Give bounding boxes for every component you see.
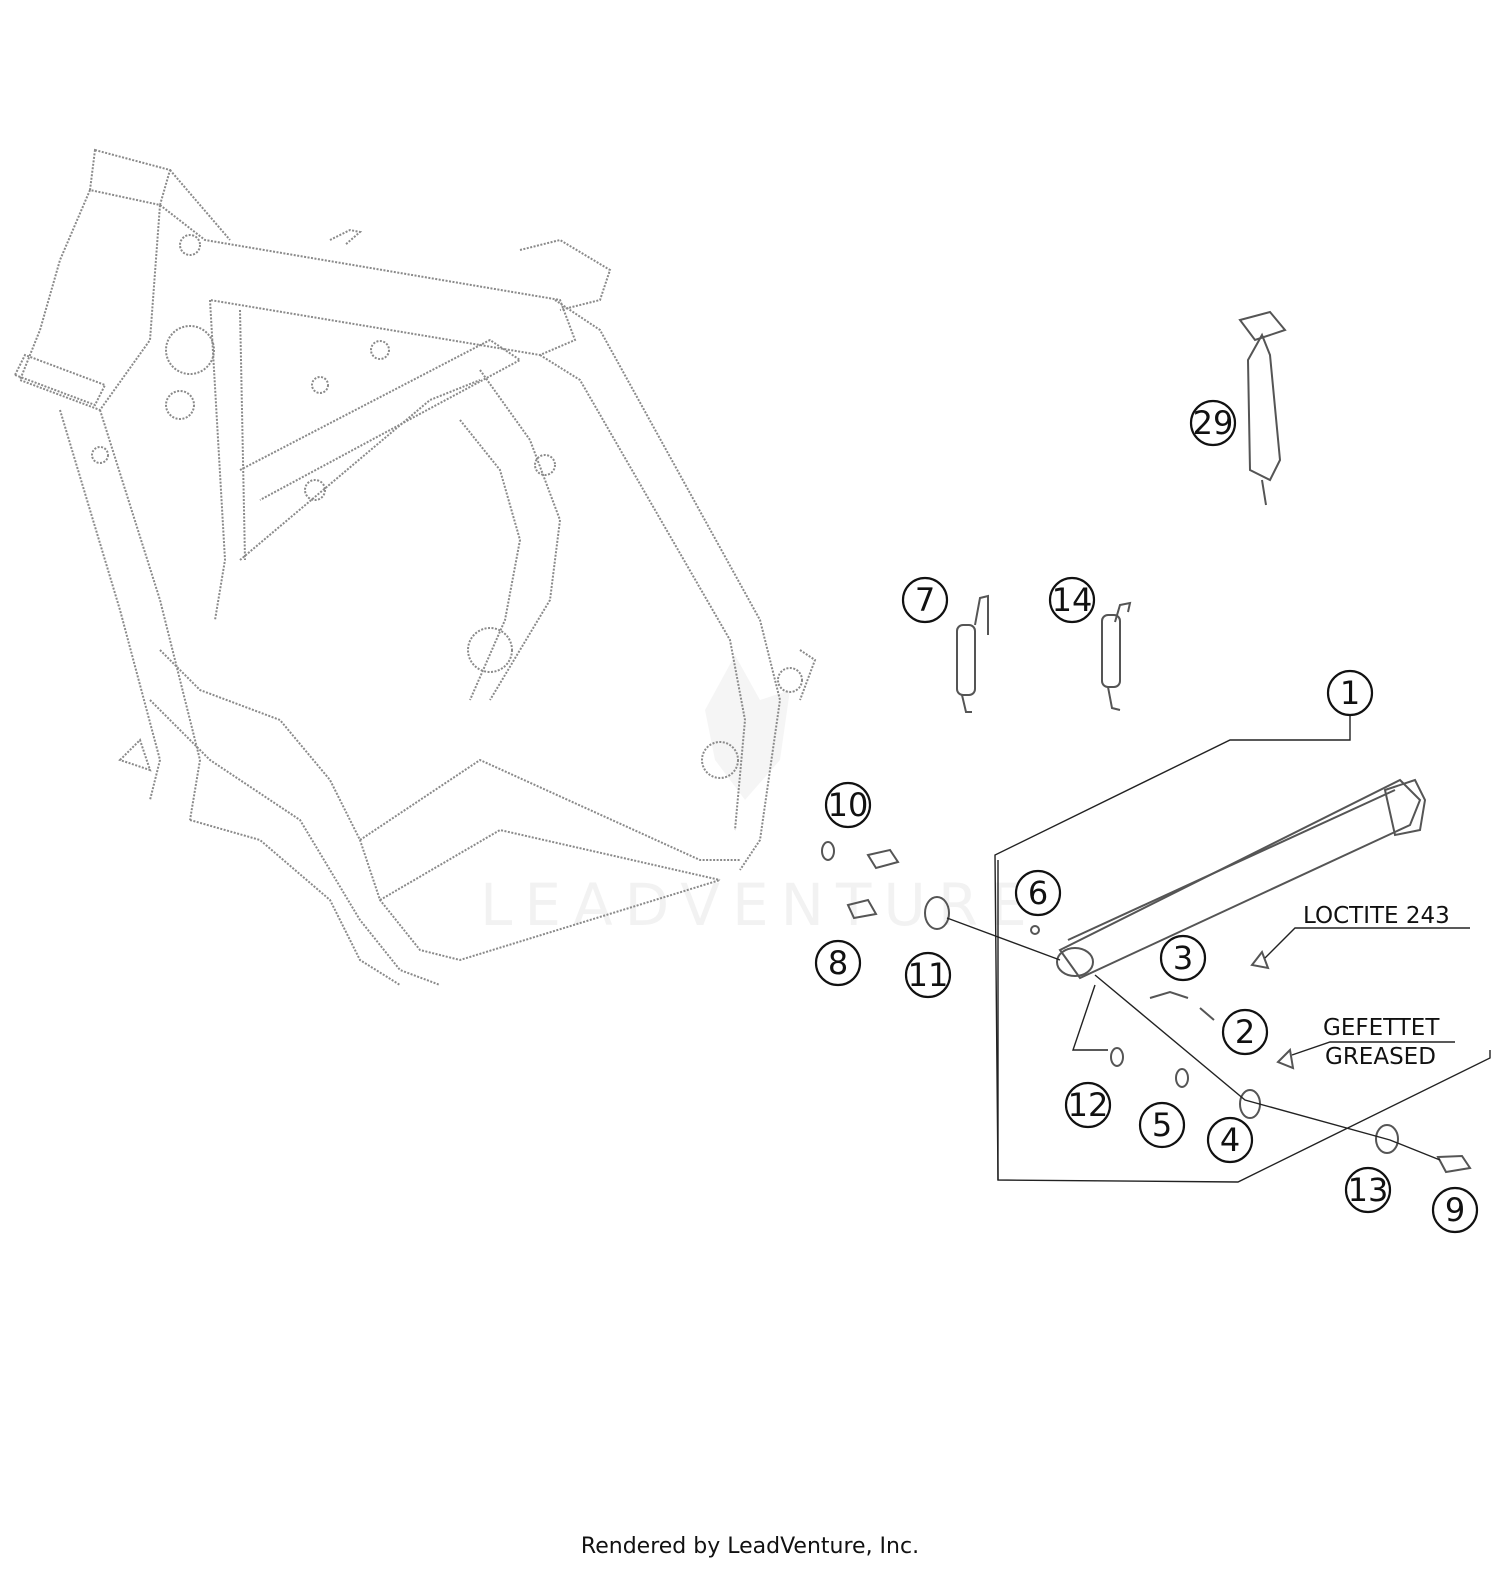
callout-1[interactable]: 1 xyxy=(1326,669,1374,717)
svg-text:12: 12 xyxy=(1068,1086,1109,1124)
svg-text:10: 10 xyxy=(828,786,869,824)
callout-11[interactable]: 11 xyxy=(904,951,952,999)
leader-lines xyxy=(946,917,1470,1161)
callout-6[interactable]: 6 xyxy=(1014,869,1062,917)
svg-text:8: 8 xyxy=(828,944,848,982)
svg-text:11: 11 xyxy=(908,956,949,994)
svg-text:2: 2 xyxy=(1235,1013,1255,1051)
callout-4[interactable]: 4 xyxy=(1206,1116,1254,1164)
watermark: LEADVENTURE xyxy=(480,655,1039,939)
svg-text:5: 5 xyxy=(1152,1106,1172,1144)
assembly-outline xyxy=(994,710,1491,1183)
svg-text:13: 13 xyxy=(1348,1171,1389,1209)
svg-text:1: 1 xyxy=(1340,674,1360,712)
callout-5[interactable]: 5 xyxy=(1138,1101,1186,1149)
note-loctite: LOCTITE 243 xyxy=(1303,903,1450,929)
callout-8[interactable]: 8 xyxy=(814,939,862,987)
callout-13[interactable]: 13 xyxy=(1344,1166,1392,1214)
svg-text:4: 4 xyxy=(1220,1121,1240,1159)
svg-text:7: 7 xyxy=(915,581,935,619)
hardware xyxy=(821,841,1472,1174)
callout-12[interactable]: 12 xyxy=(1064,1081,1112,1129)
callout-9[interactable]: 9 xyxy=(1431,1186,1479,1234)
note-greased: GREASED xyxy=(1325,1044,1436,1070)
svg-text:29: 29 xyxy=(1193,404,1234,442)
svg-text:3: 3 xyxy=(1173,939,1193,977)
svg-text:14: 14 xyxy=(1052,581,1093,619)
motorcycle-frame xyxy=(13,148,817,986)
callout-29[interactable]: 29 xyxy=(1189,399,1237,447)
callout-14[interactable]: 14 xyxy=(1048,576,1096,624)
svg-text:9: 9 xyxy=(1445,1191,1465,1229)
spring-14 xyxy=(1101,601,1132,711)
spring-7 xyxy=(956,594,989,713)
side-stand xyxy=(1056,778,1427,980)
footer-credit: Rendered by LeadVenture, Inc. xyxy=(580,1534,920,1559)
callout-2[interactable]: 2 xyxy=(1221,1008,1269,1056)
callout-3[interactable]: 3 xyxy=(1159,934,1207,982)
callout-7[interactable]: 7 xyxy=(901,576,949,624)
note-gefettet: GEFETTET xyxy=(1323,1015,1440,1041)
watermark-text: LEADVENTURE xyxy=(480,871,1039,939)
special-tool xyxy=(1238,310,1287,506)
svg-text:6: 6 xyxy=(1028,874,1048,912)
callout-10[interactable]: 10 xyxy=(824,781,872,829)
